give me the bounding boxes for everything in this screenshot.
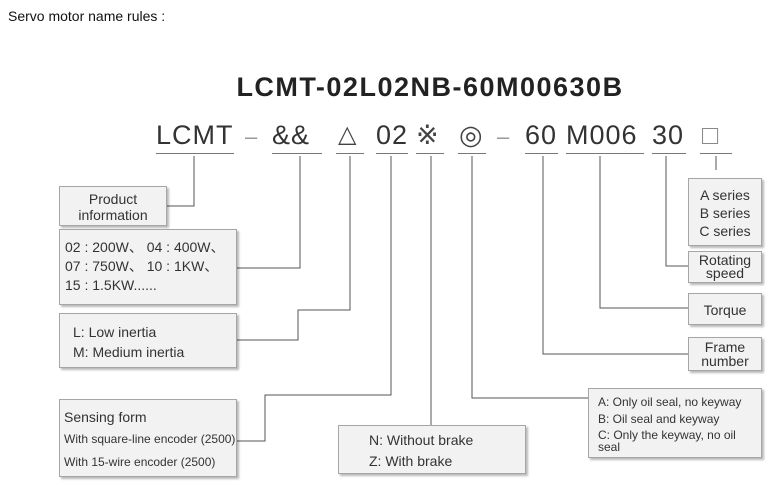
box-rotating-speed: Rotating speed [688, 251, 762, 283]
segment-inertia-symbol: △ [338, 121, 358, 148]
shaft-line-a: A: Only oil seal, no keyway [598, 395, 742, 409]
underline-series-letter [700, 153, 732, 154]
power-line-1: 02 : 200W、 04 : 400W、 [65, 239, 225, 255]
frame-line-2: number [701, 353, 749, 369]
sensing-title: Sensing form [64, 409, 147, 425]
segment-series: LCMT [156, 120, 234, 150]
model-number-title: LCMT-02L02NB-60M00630B [236, 72, 624, 102]
connector-product [166, 156, 195, 207]
product-line-1: Product [88, 191, 138, 207]
underline-power [272, 153, 322, 154]
sensing-line-1: With square-line encoder (2500) [64, 432, 236, 446]
underline-sensing [376, 153, 408, 154]
inertia-line-low: L: Low inertia [73, 324, 157, 340]
shaft-line-b: B: Oil seal and keyway [598, 412, 720, 426]
connector-torque [599, 156, 688, 309]
segment-dash-2: – [497, 124, 511, 149]
shaft-line-c: C: Only the keyway, no oil [598, 428, 736, 442]
segment-brake-symbol: ※ [416, 120, 440, 150]
underline-shaft [458, 153, 486, 154]
segment-shaft-symbol: ◎ [459, 120, 484, 150]
underline-torque [566, 153, 644, 154]
box-product-information: Product information [59, 186, 167, 226]
box-torque: Torque [688, 293, 762, 325]
inertia-line-medium: M: Medium inertia [73, 344, 185, 360]
box-series: A series B series C series [688, 178, 762, 246]
series-line-a: A series [700, 187, 750, 203]
speed-line-2: speed [705, 265, 745, 281]
segment-torque: M006 [566, 120, 638, 150]
series-line-c: C series [699, 223, 751, 239]
speed-line-1: Rotating [698, 252, 752, 268]
underline-inertia [336, 153, 364, 154]
connector-inertia [237, 156, 351, 341]
box-brake: N: Without brake Z: With brake [338, 425, 526, 474]
box-shaft-keyway: A: Only oil seal, no keyway B: Oil seal … [588, 388, 762, 458]
sensing-line-2: With 15-wire encoder (2500) [64, 455, 216, 469]
power-line-3: 15 : 1.5KW...... [65, 277, 157, 293]
box-inertia: L: Low inertia M: Medium inertia [59, 313, 237, 368]
connector-shaft [471, 156, 588, 399]
connector-speed [665, 156, 688, 267]
underline-series [156, 153, 234, 154]
box-power-codes: 02 : 200W、 04 : 400W、 07 : 750W、 10 : 1K… [59, 229, 237, 305]
connector-sensing [237, 156, 392, 442]
segment-speed: 30 [652, 120, 685, 150]
segment-power-code: && [272, 120, 311, 150]
shaft-line-c-cont: seal [598, 440, 621, 454]
underline-frame [525, 153, 558, 154]
underline-brake [416, 153, 444, 154]
product-line-2: information [78, 207, 148, 223]
segment-series-letter: □ [702, 120, 720, 150]
series-line-b: B series [699, 205, 751, 221]
underline-speed [652, 153, 686, 154]
connector-frame [542, 156, 688, 355]
page-heading: Servo motor name rules : [8, 8, 166, 24]
box-frame-number: Frame number [688, 337, 762, 371]
box-sensing-form: Sensing form With square-line encoder (2… [59, 399, 237, 477]
torque-label: Torque [703, 302, 747, 318]
segment-dash-1: – [245, 124, 259, 149]
brake-line-without: N: Without brake [369, 432, 474, 448]
segment-sensing-code: 02 [376, 120, 409, 150]
brake-line-with: Z: With brake [369, 453, 453, 469]
connector-power [237, 156, 301, 269]
segment-frame: 60 [525, 120, 558, 150]
power-line-2: 07 : 750W、 10 : 1KW、 [65, 258, 219, 274]
frame-line-1: Frame [704, 339, 746, 355]
